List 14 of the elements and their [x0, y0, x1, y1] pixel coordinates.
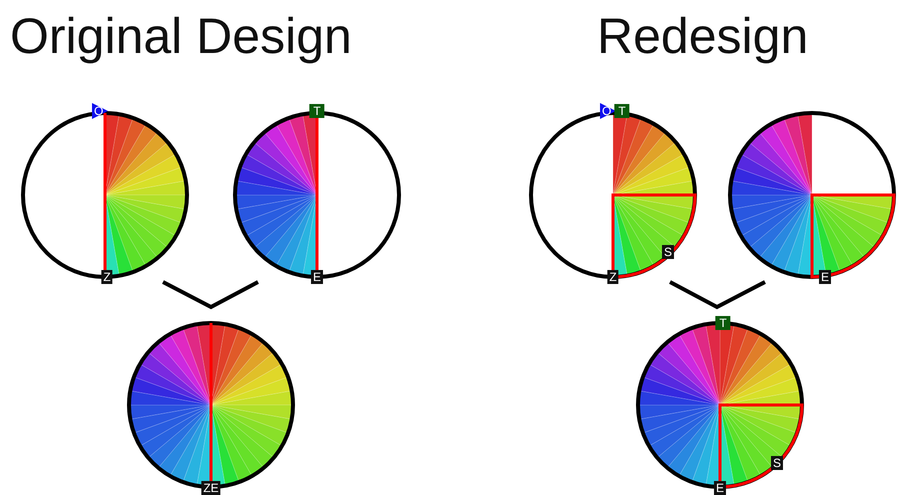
point-marker: E	[714, 481, 726, 495]
panel-heading: Redesign	[597, 8, 808, 64]
top-marker: T	[715, 316, 731, 330]
point-marker: S	[662, 245, 674, 259]
top-marker: T	[614, 104, 630, 118]
point-marker: S	[771, 456, 783, 470]
point-marker: Z	[101, 270, 113, 284]
point-marker: E	[819, 270, 831, 284]
point-marker: ZE	[201, 481, 221, 495]
panel-heading: Original Design	[10, 8, 352, 64]
point-marker: Z	[607, 270, 619, 284]
start-marker: O	[600, 103, 616, 119]
point-marker: E	[311, 270, 323, 284]
top-marker: T	[309, 104, 325, 118]
